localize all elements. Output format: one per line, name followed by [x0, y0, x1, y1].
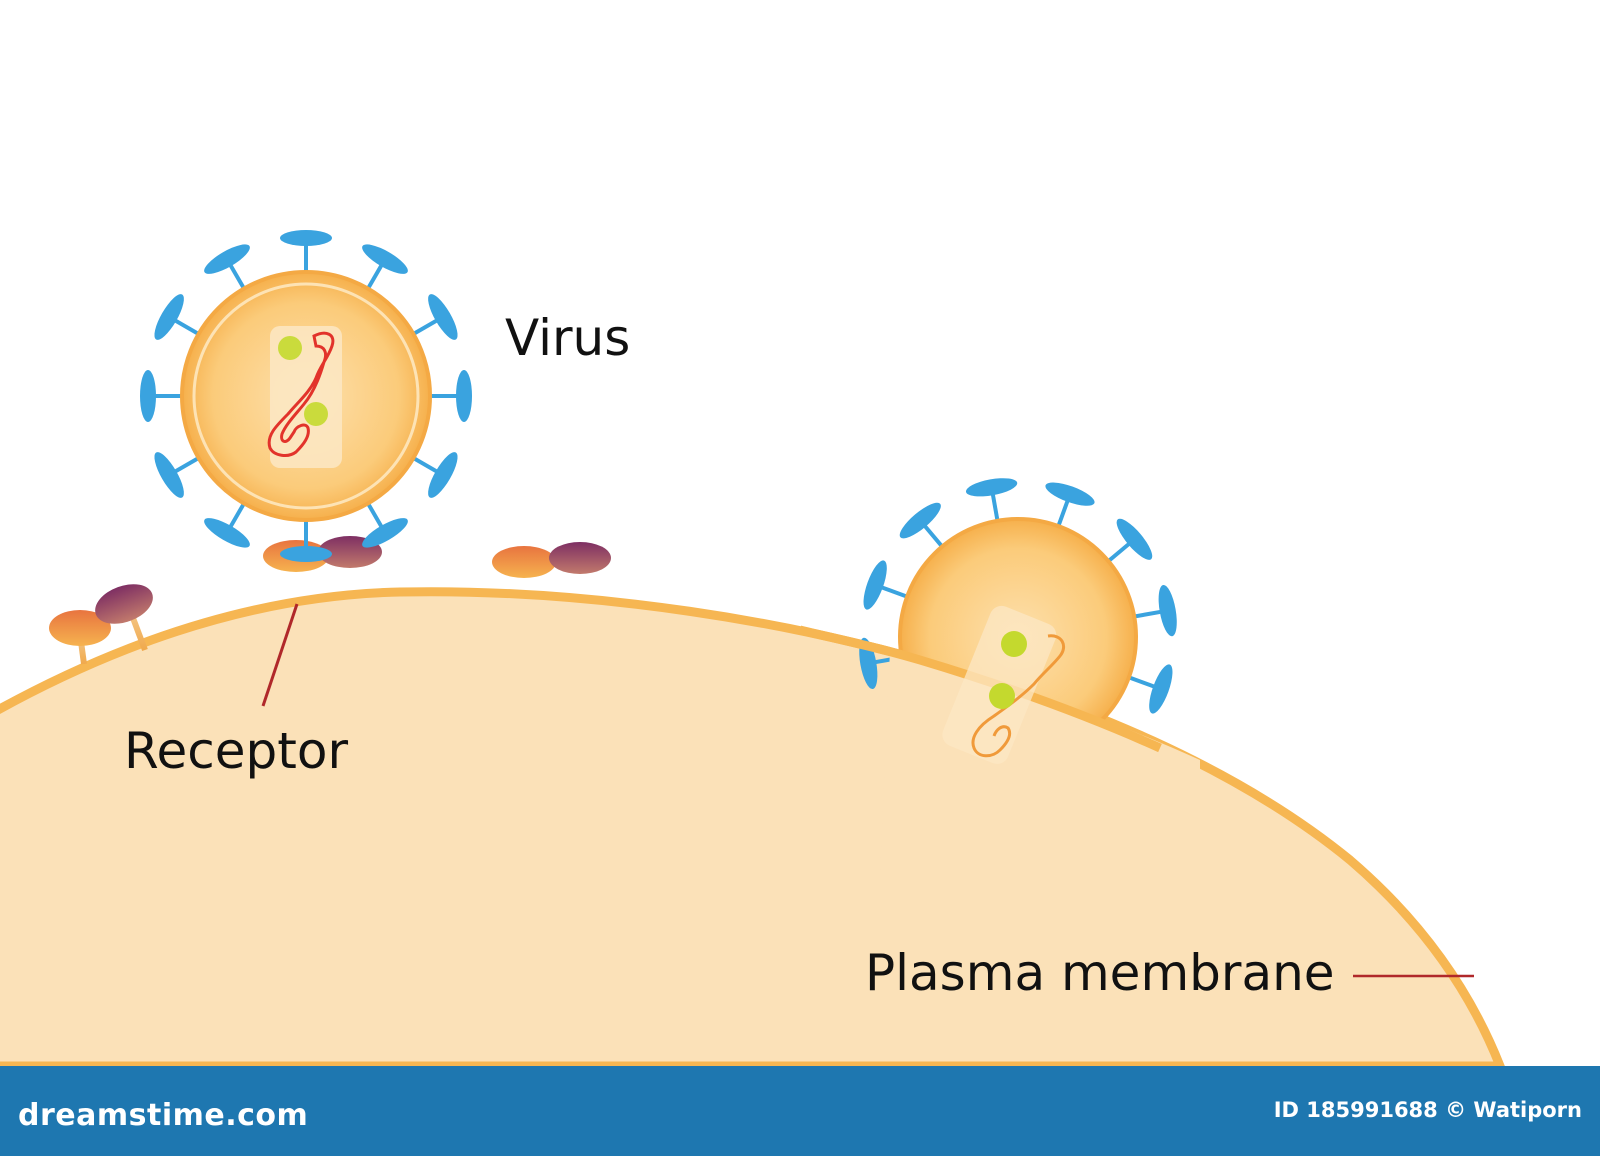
site-logo: dreamstime.com	[18, 1098, 309, 1133]
protein-dot	[304, 402, 328, 426]
receptor-pair-middle	[492, 542, 611, 598]
protein-dot	[278, 336, 302, 360]
receptor-label: Receptor	[124, 722, 348, 780]
virus-particle-free	[138, 228, 474, 564]
receptor-leader-line	[261, 603, 299, 707]
membrane-segment	[798, 625, 1162, 753]
footer-bar	[0, 1066, 1600, 1156]
rna-strand	[267, 331, 335, 457]
virus-label: Virus	[505, 309, 630, 367]
image-credit: ID 185991688 © Watiporn	[1273, 1098, 1582, 1122]
viral-genome-released	[942, 605, 1065, 764]
receptor-pair-left	[49, 584, 153, 665]
plasma-membrane-label: Plasma membrane	[865, 944, 1335, 1002]
